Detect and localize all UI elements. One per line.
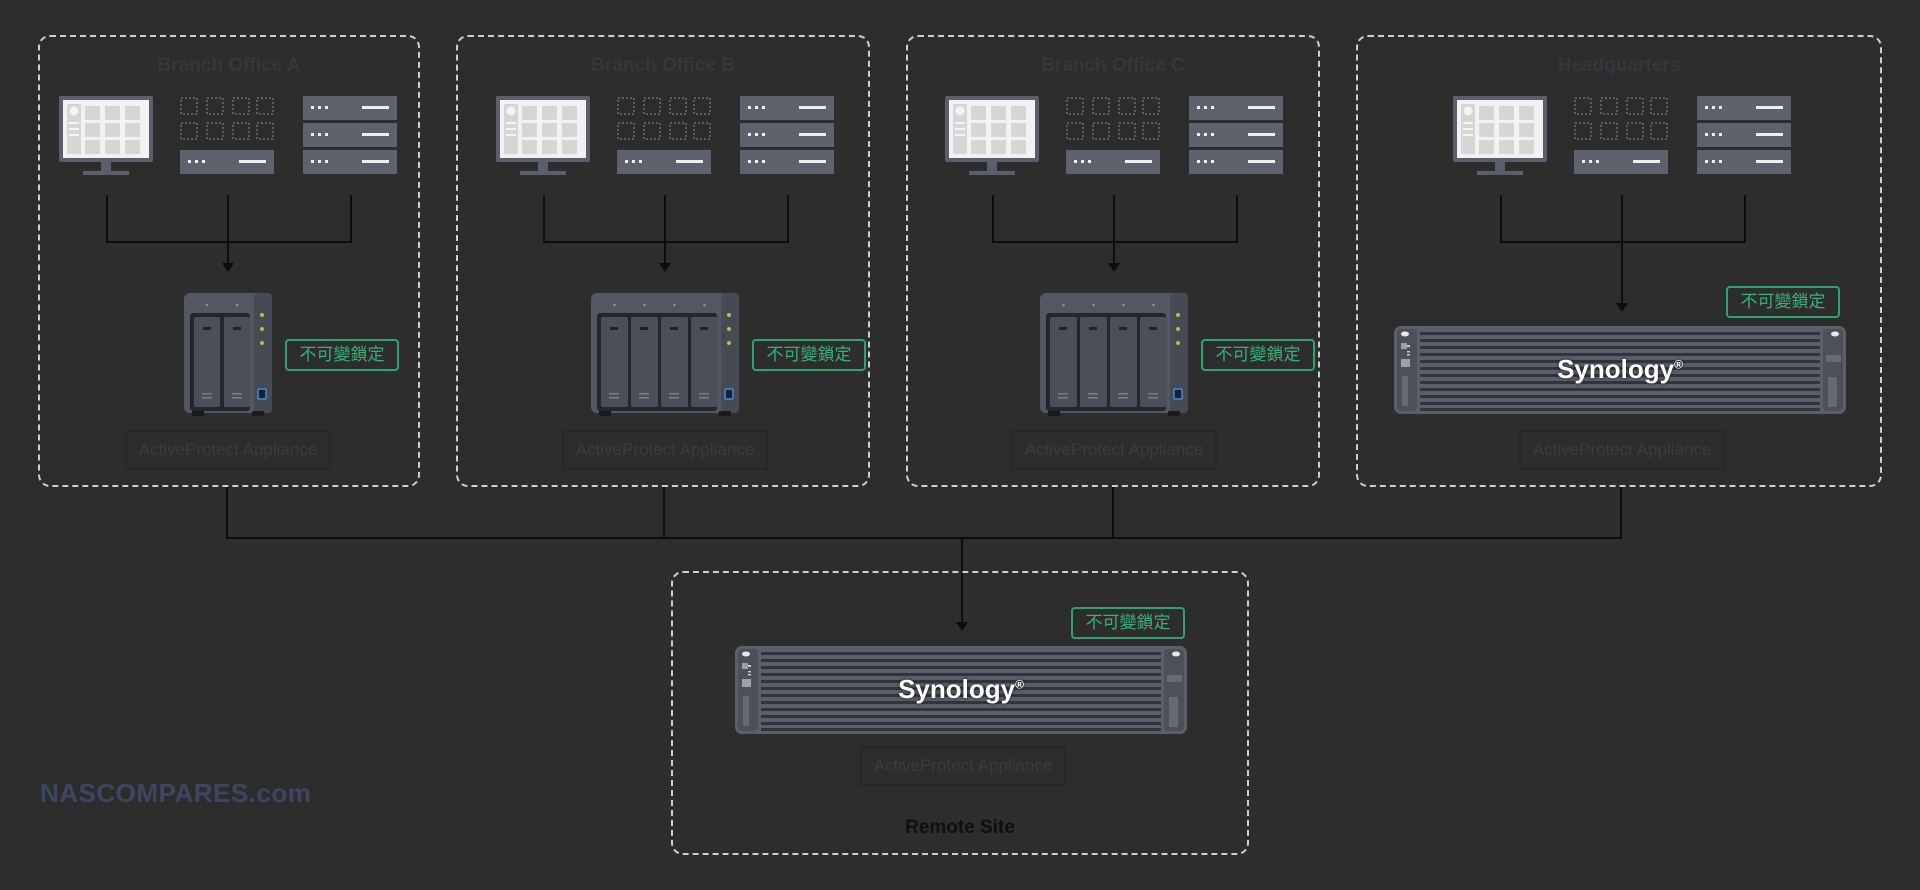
appliance-label: ActiveProtect Appliance <box>562 430 768 470</box>
site-panel: Branch Office B <box>456 35 870 487</box>
virtual-machines-icon <box>617 97 711 141</box>
workstation-icon <box>1453 96 1547 176</box>
server-icon <box>303 150 397 174</box>
server-icon <box>1697 123 1791 147</box>
virtual-machines-icon <box>1574 97 1668 141</box>
appliance-label: ActiveProtect Appliance <box>860 746 1066 786</box>
server-icon <box>740 150 834 174</box>
immutable-lock-badge: 不可變鎖定 <box>285 339 399 371</box>
server-icon <box>1697 150 1791 174</box>
rack-appliance-icon: Synology® <box>735 646 1187 734</box>
panel-title: Branch Office A <box>157 55 301 76</box>
site-panel: Headquarters 不可變鎖定 Synology® ActiveProte… <box>1356 35 1882 487</box>
nas-appliance-icon <box>184 293 272 416</box>
workstation-icon <box>496 96 590 176</box>
panel-title: Branch Office C <box>1041 55 1185 76</box>
workstation-icon <box>59 96 153 176</box>
server-icon <box>1066 150 1160 174</box>
site-panel: Branch Office A <box>38 35 420 487</box>
panel-title: Headquarters <box>1557 55 1681 76</box>
virtual-machines-icon <box>1066 97 1160 141</box>
server-icon <box>740 123 834 147</box>
server-icon <box>1189 123 1283 147</box>
server-icon <box>303 96 397 120</box>
rack-appliance-icon: Synology® <box>1394 326 1846 414</box>
immutable-lock-badge: 不可變鎖定 <box>1201 339 1315 371</box>
nas-appliance-icon <box>591 293 739 416</box>
nas-appliance-icon <box>1040 293 1188 416</box>
workstation-icon <box>945 96 1039 176</box>
server-icon <box>1697 96 1791 120</box>
appliance-label: ActiveProtect Appliance <box>1519 430 1725 470</box>
server-icon <box>1574 150 1668 174</box>
immutable-lock-badge: 不可變鎖定 <box>752 339 866 371</box>
site-panel: Branch Office C <box>906 35 1320 487</box>
server-icon <box>180 150 274 174</box>
immutable-lock-badge: 不可變鎖定 <box>1726 286 1840 318</box>
synology-logo: Synology® <box>898 674 1024 704</box>
server-icon <box>303 123 397 147</box>
virtual-machines-icon <box>180 97 274 141</box>
panel-title: Branch Office B <box>591 55 735 76</box>
server-icon <box>740 96 834 120</box>
watermark: NASCOMPARES.com <box>40 778 312 808</box>
server-icon <box>1189 150 1283 174</box>
remote-site-panel: 不可變鎖定 Synology® ActiveProtect Appliance … <box>671 571 1249 855</box>
appliance-label: ActiveProtect Appliance <box>125 430 331 470</box>
server-icon <box>617 150 711 174</box>
appliance-label: ActiveProtect Appliance <box>1011 430 1217 470</box>
server-icon <box>1189 96 1283 120</box>
immutable-lock-badge: 不可變鎖定 <box>1071 607 1185 639</box>
panel-title: Remote Site <box>905 817 1015 838</box>
synology-logo: Synology® <box>1557 354 1683 384</box>
